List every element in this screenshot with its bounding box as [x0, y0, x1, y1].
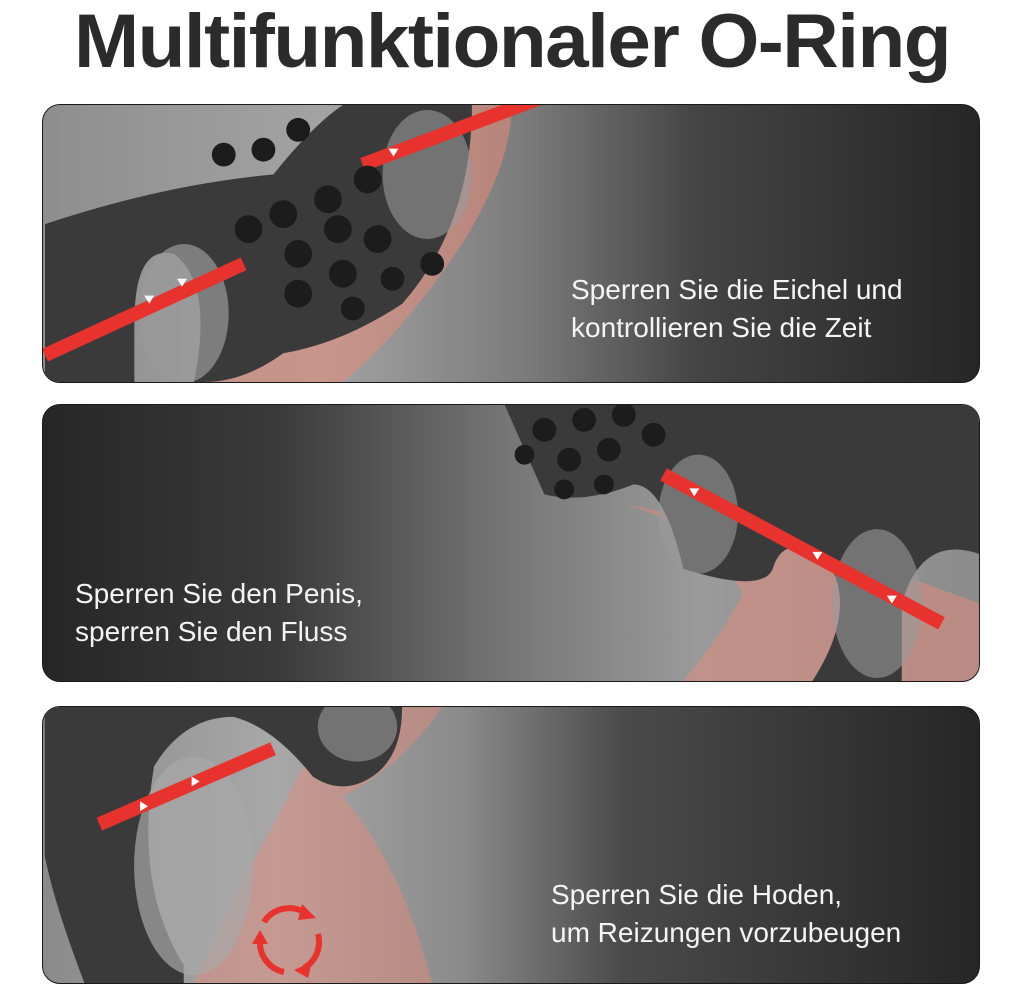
feature-panel-glans: Sperren Sie die Eichel und kontrollieren…: [42, 104, 980, 383]
feature-caption: Sperren Sie die Hoden, um Reizungen vorz…: [551, 879, 902, 948]
feature-panel-testicles: Sperren Sie die Hoden, um Reizungen vorz…: [42, 706, 980, 984]
page-title: Multifunktionaler O-Ring: [73, 0, 952, 84]
feature-caption: Sperren Sie die Eichel und kontrollieren…: [571, 274, 903, 343]
ring-illustration: [43, 105, 542, 382]
circular-arrows-icon: [252, 904, 323, 978]
feature-caption: Sperren Sie den Penis, sperren Sie den F…: [75, 578, 363, 647]
ring-illustration: [44, 707, 442, 983]
ring-illustration: [504, 405, 979, 681]
feature-panel-shaft: Sperren Sie den Penis, sperren Sie den F…: [42, 404, 980, 682]
